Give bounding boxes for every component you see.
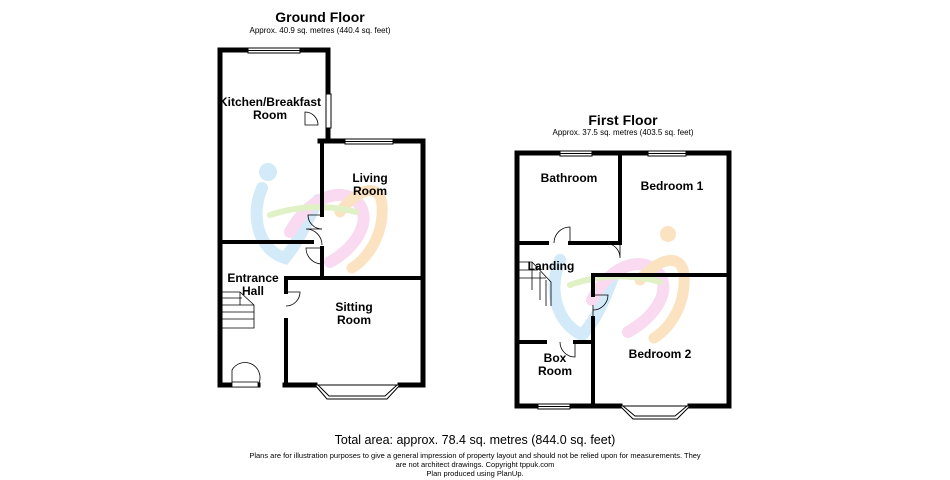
room-label-sitting-line1: Sitting [335,300,372,314]
room-label-kitchen-line1: Kitchen/Breakfast [219,95,321,109]
first-floor-walls [514,150,732,409]
room-label-living-line2: Room [353,184,387,198]
disclaimer-line2: are not architect drawings. Copyright tp… [395,460,555,469]
ground-floor-title: Ground Floor [275,9,365,25]
ground-floor-area: Approx. 40.9 sq. metres (440.4 sq. feet) [250,26,391,35]
room-label-box-line2: Room [538,364,572,378]
room-label-landing: Landing [528,259,575,273]
first-staircase [519,261,552,306]
total-area: Total area: approx. 78.4 sq. metres (844… [334,433,616,447]
watermark-logo-ground [250,163,388,274]
room-label-sitting-line2: Room [337,313,371,327]
first-floor-area: Approx. 37.5 sq. metres (403.5 sq. feet) [553,128,694,137]
room-label-bathroom: Bathroom [541,171,598,185]
room-label-entrance-line2: Hall [242,284,264,298]
first-doors [553,226,621,358]
room-label-bedroom2: Bedroom 2 [629,347,692,361]
room-label-box-line1: Box [544,351,567,365]
room-label-bedroom1: Bedroom 1 [641,179,704,193]
disclaimer-line1: Plans are for illustration purposes to g… [249,451,701,460]
room-label-kitchen-line2: Room [253,108,287,122]
disclaimer: Plans are for illustration purposes to g… [0,451,950,478]
room-label-entrance-line1: Entrance [227,271,279,285]
ground-doors [231,111,323,388]
room-label-living-line1: Living [352,171,387,185]
ground-windows [247,47,402,400]
ground-staircase [222,291,255,329]
disclaimer-line3: Plan produced using PlanUp. [426,469,524,478]
first-floor-title: First Floor [588,112,658,128]
first-windows [537,150,692,420]
